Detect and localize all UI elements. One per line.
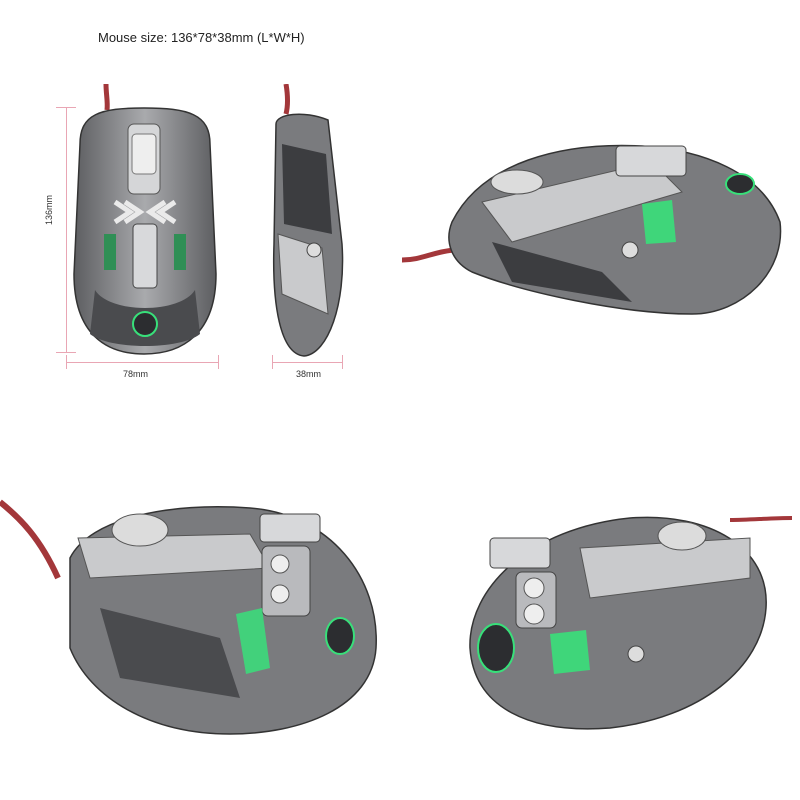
length-dimension-label: 136mm — [44, 194, 55, 226]
mouse-angled-right-view — [402, 144, 782, 315]
product-size-title: Mouse size: 136*78*38mm (L*W*H) — [98, 30, 305, 45]
width-dimension-tick-right — [218, 355, 219, 369]
height-dimension-tick-right — [342, 355, 343, 369]
mouse-side-view — [272, 84, 344, 357]
mouse-top-view — [73, 84, 217, 355]
mouse-angled-rear-view — [469, 516, 793, 730]
mouse-angled-left-view — [0, 499, 377, 735]
length-dimension-line — [66, 107, 67, 352]
width-dimension-line — [66, 362, 218, 363]
length-dimension-tick-bottom — [56, 352, 76, 353]
height-dimension-tick-left — [272, 355, 273, 369]
width-dimension-label: 78mm — [123, 369, 149, 379]
length-dimension-tick-top — [56, 107, 76, 108]
width-dimension-tick-left — [66, 355, 67, 369]
height-dimension-line — [272, 362, 342, 363]
height-dimension-label: 38mm — [296, 369, 322, 379]
